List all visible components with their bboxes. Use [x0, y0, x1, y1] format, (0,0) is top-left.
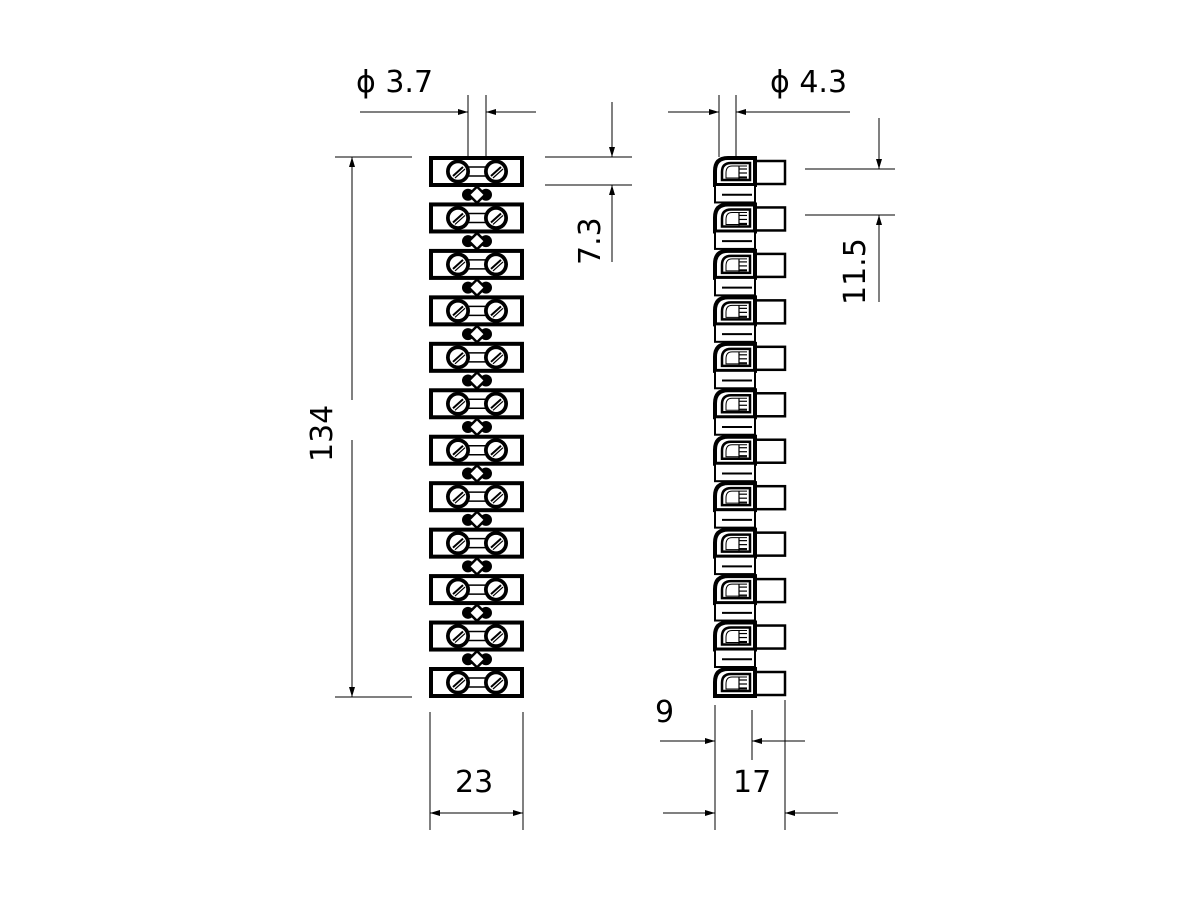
label-hole-left: ϕ 3.7 [356, 65, 433, 100]
terminal-module [429, 620, 524, 652]
module-body [429, 434, 524, 466]
module-body [429, 667, 524, 698]
terminal-module [429, 434, 524, 466]
module-body [429, 481, 524, 513]
label-width-front: 23 [455, 765, 493, 800]
side-module [713, 667, 787, 698]
side-module [713, 248, 787, 280]
module-body [429, 388, 524, 420]
label-length: 134 [305, 405, 340, 462]
clamp-sleeve [753, 577, 787, 604]
side-module [713, 574, 787, 606]
module-body [429, 295, 524, 327]
dimension-length: 134 [305, 156, 412, 698]
dimension-pitch-side: 11.5 [805, 118, 895, 305]
module-body [429, 574, 524, 606]
side-module [713, 202, 787, 234]
clamp-sleeve [753, 392, 787, 418]
dimension-width-front: 23 [429, 712, 524, 830]
clamp-sleeve [753, 484, 787, 511]
side-module [713, 620, 787, 652]
side-module [713, 295, 787, 327]
dimension-depth-total: 17 [663, 700, 838, 830]
module-body [429, 527, 524, 559]
label-depth-small: 9 [655, 695, 674, 730]
label-depth-total: 17 [733, 765, 771, 800]
terminal-module [429, 341, 524, 373]
clamp-sleeve [753, 670, 787, 697]
dimension-pitch: 7.3 [545, 102, 632, 265]
dimension-hole-right: ϕ 4.3 [668, 65, 850, 157]
terminal-module [429, 295, 524, 327]
front-view [429, 156, 524, 698]
terminal-module [429, 574, 524, 606]
module-body [429, 341, 524, 373]
module-body [429, 156, 524, 187]
terminal-module [429, 202, 524, 234]
terminal-module [429, 527, 524, 559]
side-module [713, 434, 787, 466]
side-module [713, 388, 787, 420]
terminal-module [429, 156, 524, 187]
label-pitch: 7.3 [573, 217, 608, 265]
side-module [713, 341, 787, 373]
terminal-module [429, 388, 524, 420]
clamp-sleeve [753, 531, 787, 557]
clamp-sleeve [753, 159, 787, 186]
clamp-sleeve [753, 299, 787, 325]
module-body [429, 620, 524, 652]
terminal-module [429, 481, 524, 513]
clamp-sleeve [753, 206, 787, 232]
clamp-sleeve [753, 345, 787, 372]
module-body [429, 248, 524, 280]
clamp-sleeve [753, 624, 787, 650]
label-pitch-side: 11.5 [838, 238, 873, 305]
dimension-depth-small: 9 [655, 695, 805, 830]
side-view [713, 156, 787, 698]
label-hole-right: ϕ 4.3 [770, 65, 847, 100]
dimension-hole-left: ϕ 3.7 [356, 65, 536, 157]
clamp-sleeve [753, 252, 787, 279]
module-body [429, 202, 524, 234]
side-module [713, 156, 787, 187]
terminal-module [429, 667, 524, 698]
terminal-module [429, 248, 524, 280]
clamp-sleeve [753, 438, 787, 464]
side-module [713, 481, 787, 513]
side-module [713, 527, 787, 559]
